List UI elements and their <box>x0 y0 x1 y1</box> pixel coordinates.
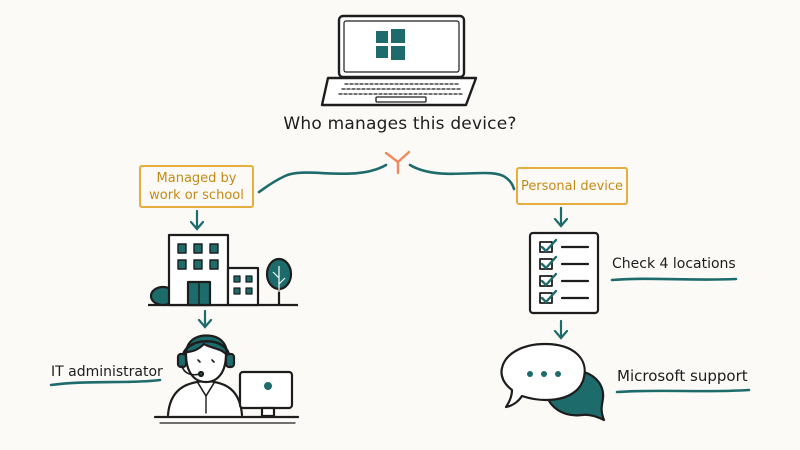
arrow-work-to-building <box>189 209 205 231</box>
chat-bubbles-icon <box>500 342 606 422</box>
personal-device-label: Personal device <box>520 178 624 194</box>
personal-device-box: Personal device <box>516 167 628 205</box>
it-admin-underline <box>49 378 162 387</box>
question-title: Who manages this device? <box>283 114 517 134</box>
checklist-icon <box>528 231 600 315</box>
managed-by-work-line2: work or school <box>149 187 244 203</box>
arrow-building-to-admin <box>197 309 213 329</box>
it-administrator-label: IT administrator <box>51 364 163 380</box>
microsoft-support-underline <box>615 388 751 394</box>
managed-by-work-line1: Managed by <box>156 170 237 186</box>
arrow-checklist-to-support <box>553 319 569 340</box>
office-building-icon <box>148 233 298 307</box>
check-locations-underline <box>610 277 738 282</box>
it-admin-person-icon <box>153 334 300 424</box>
managed-by-work-box: Managed by work or school <box>139 165 254 208</box>
split-brace-connector <box>257 150 516 194</box>
laptop-windows-icon <box>320 14 478 107</box>
check-locations-label: Check 4 locations <box>612 256 736 272</box>
arrow-personal-to-checklist <box>553 206 569 228</box>
microsoft-support-label: Microsoft support <box>617 367 748 385</box>
